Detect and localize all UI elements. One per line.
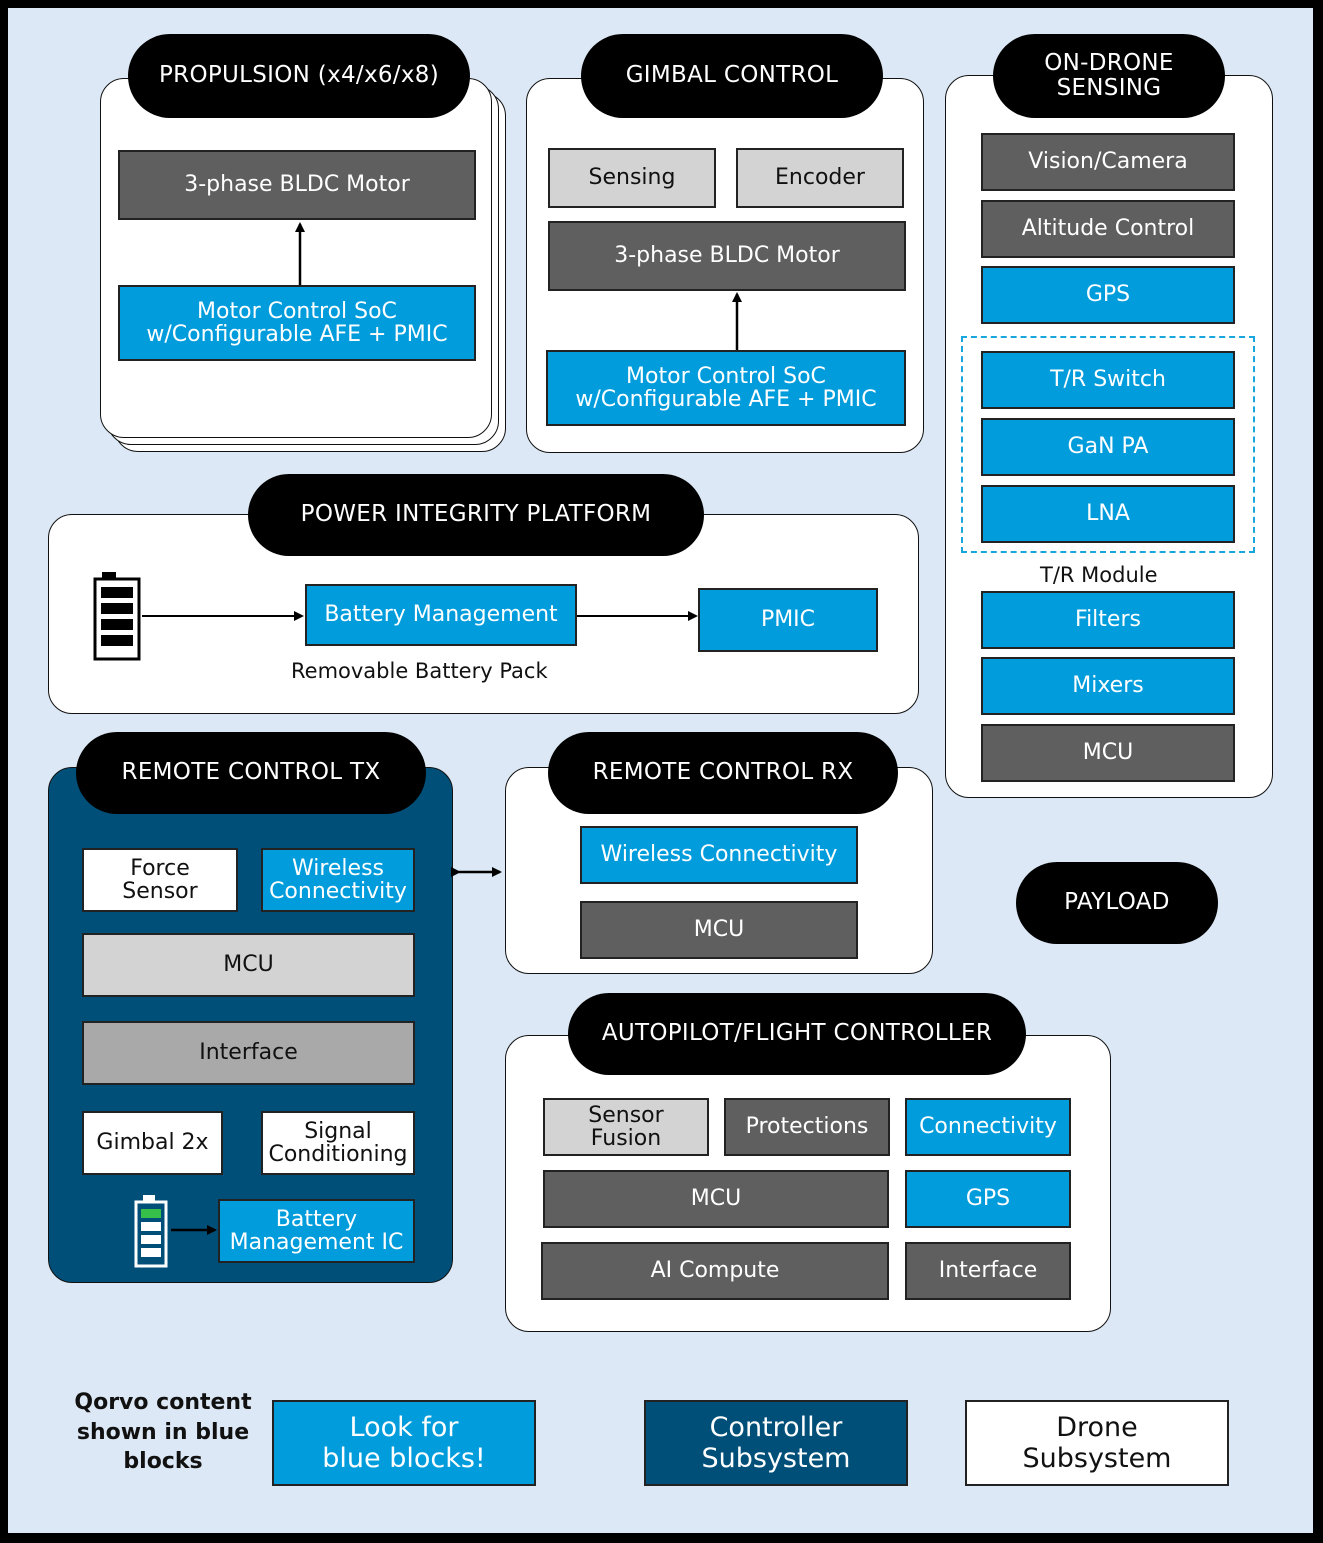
rcrx-wireless-block: Wireless Connectivity (580, 826, 858, 884)
rctx-interface-block: Interface (82, 1021, 415, 1085)
legend-drone-block: Drone Subsystem (965, 1400, 1229, 1486)
rctx-title: REMOTE CONTROL TX (76, 732, 426, 814)
propulsion-motor-block: 3-phase BLDC Motor (118, 150, 476, 220)
battery-management-ic-block: Battery Management IC (218, 1199, 415, 1263)
sensing-item-tr-switch: T/R Switch (981, 351, 1235, 409)
rcrx-title: REMOTE CONTROL RX (548, 732, 898, 814)
gimbal-encoder-block: Encoder (736, 148, 904, 208)
force-sensor-block: Force Sensor (82, 848, 238, 912)
autopilot-mcu-block: MCU (543, 1170, 889, 1228)
tr-module-outline (961, 336, 1255, 553)
legend-controller-block: Controller Subsystem (644, 1400, 908, 1486)
sensing-item-filters: Filters (981, 591, 1235, 649)
protections-block: Protections (724, 1098, 890, 1156)
ai-compute-block: AI Compute (541, 1242, 889, 1300)
sensor-fusion-block: Sensor Fusion (543, 1098, 709, 1156)
sensing-item-mixers: Mixers (981, 657, 1235, 715)
sensing-title: ON-DRONE SENSING (993, 34, 1225, 118)
rctx-mcu-block: MCU (82, 933, 415, 997)
gimbal-motor-block: 3-phase BLDC Motor (548, 221, 906, 291)
pmic-block: PMIC (698, 588, 878, 652)
sensing-item-lna: LNA (981, 485, 1235, 543)
propulsion-soc-block: Motor Control SoC w/Configurable AFE + P… (118, 285, 476, 361)
autopilot-title: AUTOPILOT/FLIGHT CONTROLLER (568, 993, 1026, 1075)
propulsion-title: PROPULSION (x4/x6/x8) (128, 34, 470, 118)
propulsion-panel (100, 78, 492, 438)
legend-blue-block: Look for blue blocks! (272, 1400, 536, 1486)
gimbal-title: GIMBAL CONTROL (581, 34, 883, 118)
connectivity-block: Connectivity (905, 1098, 1071, 1156)
sensing-item-mcu: MCU (981, 724, 1235, 782)
rctx-wireless-block: Wireless Connectivity (261, 848, 415, 912)
legend-note: Qorvo content shown in blue blocks (74, 1390, 252, 1475)
battery-pack-label: Removable Battery Pack (291, 659, 548, 683)
tr-module-label: T/R Module (1040, 563, 1158, 587)
sensing-item-gps: GPS (981, 266, 1235, 324)
sensing-item-altitude-control: Altitude Control (981, 200, 1235, 258)
gimbal-2x-block: Gimbal 2x (82, 1111, 223, 1175)
rcrx-mcu-block: MCU (580, 901, 858, 959)
diagram-canvas: PROPULSION (x4/x6/x8) 3-phase BLDC Motor… (8, 8, 1313, 1533)
power-title: POWER INTEGRITY PLATFORM (248, 474, 704, 556)
autopilot-interface-block: Interface (905, 1242, 1071, 1300)
payload-title: PAYLOAD (1016, 862, 1218, 944)
gimbal-soc-block: Motor Control SoC w/Configurable AFE + P… (546, 350, 906, 426)
sensing-item-vision-camera: Vision/Camera (981, 133, 1235, 191)
gimbal-sensing-block: Sensing (548, 148, 716, 208)
battery-management-block: Battery Management (305, 584, 577, 646)
sensing-item-gan-pa: GaN PA (981, 418, 1235, 476)
signal-conditioning-block: Signal Conditioning (261, 1111, 415, 1175)
autopilot-gps-block: GPS (905, 1170, 1071, 1228)
